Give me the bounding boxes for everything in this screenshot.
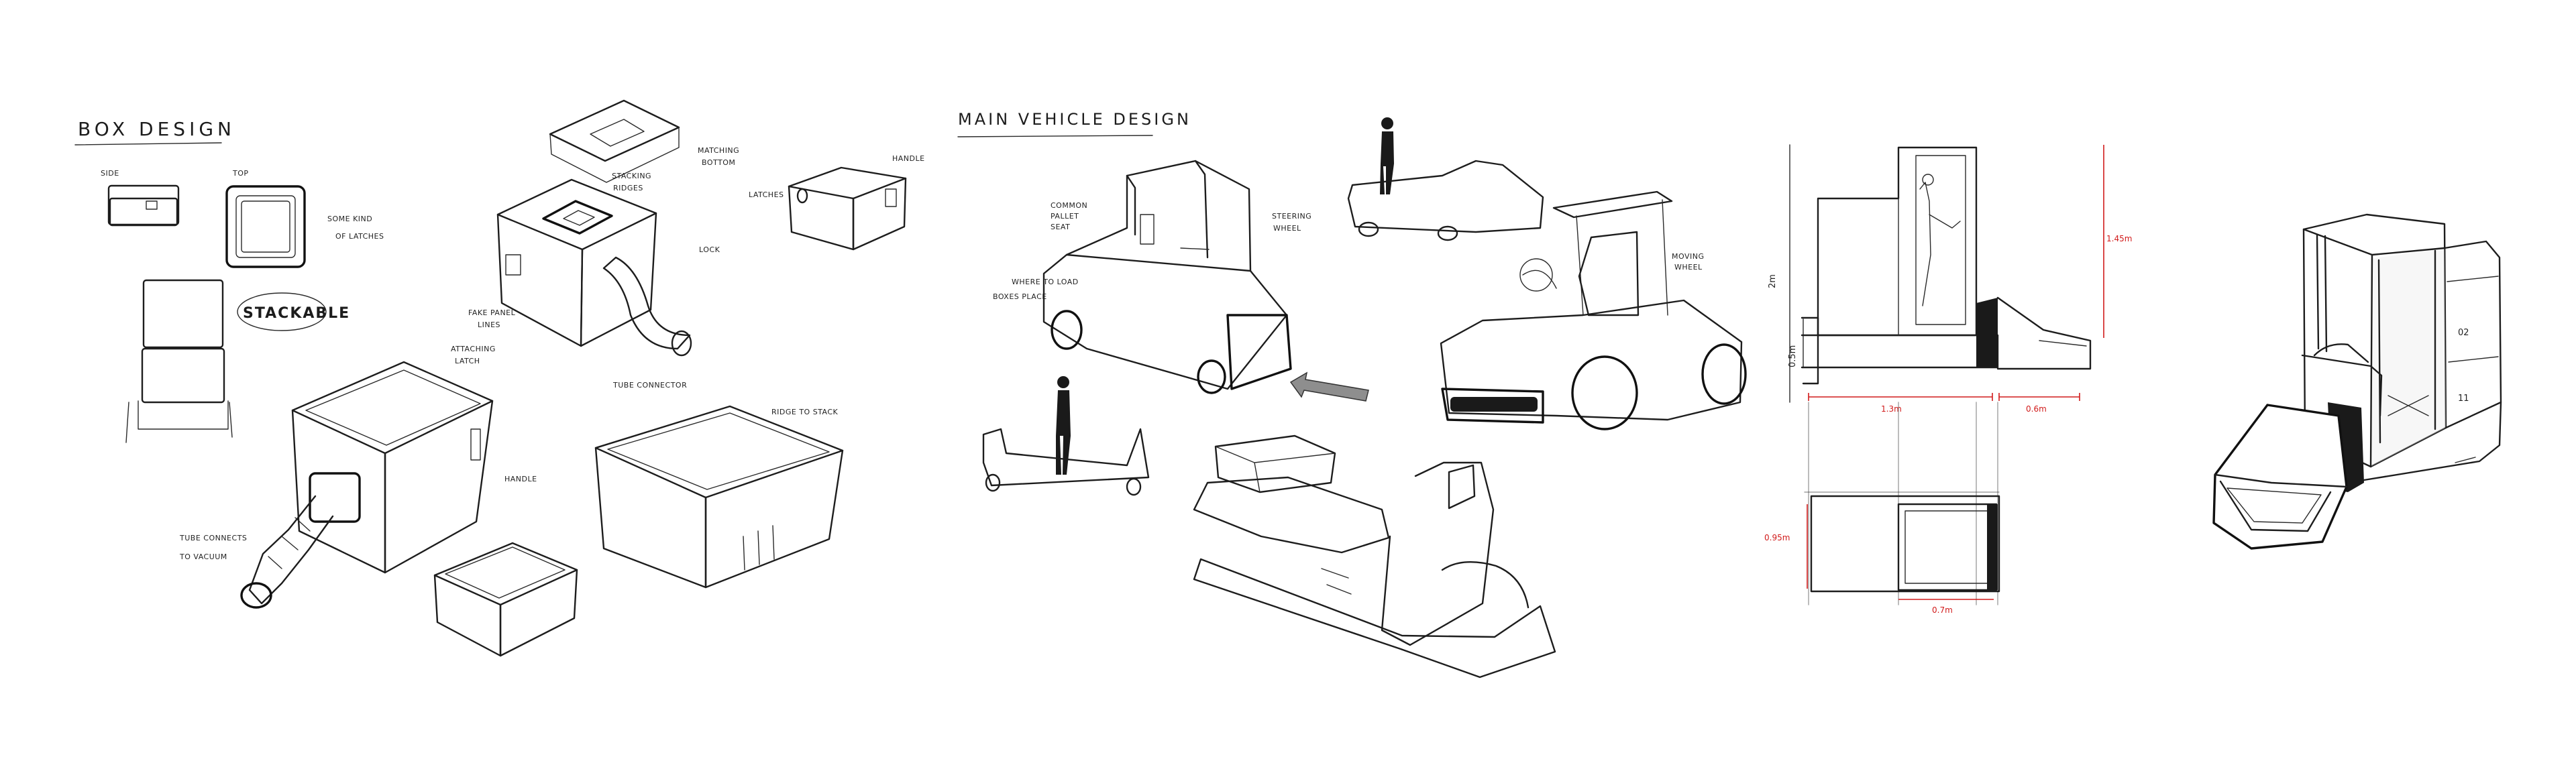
direction-arrow <box>1289 371 1369 402</box>
vehicle-render: 02 11 <box>2212 213 2502 550</box>
big-box-vacuum-sketch <box>240 361 494 609</box>
stacking-ridges-2: RIDGES <box>613 184 643 192</box>
side-elevation-drawing <box>1801 146 2092 385</box>
person-small-cart-sketch <box>982 376 1150 496</box>
handle-small-label: HANDLE <box>892 154 925 163</box>
steering-wheel-2: WHEEL <box>1273 224 1301 233</box>
render-box-label-2: 11 <box>2458 394 2469 404</box>
render-box-label-1: 02 <box>2458 328 2469 338</box>
tube-connector-label: TUBE CONNECTOR <box>612 381 687 390</box>
steering-wheel-1: STEERING <box>1272 212 1311 221</box>
latches-note-1: SOME KIND <box>327 215 372 223</box>
attaching-latch-1: ATTACHING <box>451 345 496 353</box>
vehicle-sketch-bottom <box>1193 434 1556 679</box>
small-box-latches-sketch <box>788 166 907 251</box>
panel-lines-1: FAKE PANEL <box>468 308 516 317</box>
vehicle-sketch-canopy <box>1440 190 1747 430</box>
vehicle-heading-underline <box>957 135 1153 137</box>
vehicle-sketch-perspective <box>1042 160 1292 394</box>
box-design-section: BOX DESIGN SIDE TOP SOME KIND OF LATCHES… <box>74 99 925 657</box>
tube-connects-1: TUBE CONNECTS <box>179 534 247 542</box>
vehicle-design-heading: MAIN VEHICLE DESIGN <box>958 110 1191 129</box>
person-long-cart-sketch <box>1347 117 1544 241</box>
top-view-label: TOP <box>232 169 249 178</box>
vehicle-design-section: MAIN VEHICLE DESIGN COMMON PALLET SEAT S… <box>957 110 1747 679</box>
box-lid-sketch <box>549 99 680 183</box>
small-box-bottom-sketch <box>433 542 578 657</box>
matching-bottom-1: MATCHING <box>698 146 739 155</box>
where-to-load-2: BOXES PLACE <box>993 292 1047 301</box>
stackable-label: STACKABLE <box>243 305 350 322</box>
dimension-length-front: 0.6m <box>2026 404 2047 414</box>
stacking-ridges-1: STACKING <box>612 172 651 180</box>
matching-bottom-2: BOTTOM <box>702 158 735 167</box>
common-pallet-1: COMMON <box>1051 201 1087 210</box>
lock-label: LOCK <box>699 245 720 254</box>
box-side-view <box>107 184 180 227</box>
stackable-ellipse <box>237 292 327 331</box>
dimension-length-body: 1.3m <box>1881 404 1902 414</box>
open-box-ridge-sketch <box>594 405 844 589</box>
where-to-load-1: WHERE TO LOAD <box>1012 278 1079 286</box>
heading-underline <box>74 142 222 145</box>
stacked-boxes <box>125 279 233 443</box>
dimension-height-total: 2m <box>1768 274 1778 288</box>
panel-lines-2: LINES <box>478 320 500 329</box>
dimension-width-door: 0.7m <box>1932 605 1953 615</box>
attaching-latch-2: LATCH <box>455 357 480 365</box>
box-top-view <box>225 185 306 268</box>
moving-wheel-1: MOVING <box>1672 252 1704 261</box>
dimension-width-side: 0.95m <box>1764 533 1790 542</box>
top-plan-drawing <box>1810 495 2000 593</box>
box-design-heading: BOX DESIGN <box>78 118 235 140</box>
common-pallet-3: SEAT <box>1051 223 1070 231</box>
dimension-height-cabin: 1.45m <box>2106 234 2132 243</box>
ridge-to-stack-label: RIDGE TO STACK <box>771 408 839 416</box>
side-view-label: SIDE <box>101 169 119 178</box>
box-with-tube-sketch <box>496 178 692 357</box>
tube-connects-2: TO VACUUM <box>179 552 227 561</box>
moving-wheel-2: WHEEL <box>1674 263 1703 272</box>
orthographic-section: 2m 0.5m 1.45m 1.3m 0.6m <box>1764 144 2132 615</box>
handle-label: HANDLE <box>504 475 537 483</box>
latches-small-label: LATCHES <box>749 190 784 199</box>
dimension-height-base: 0.5m <box>1788 345 1798 367</box>
common-pallet-2: PALLET <box>1051 212 1079 221</box>
latches-note-2: OF LATCHES <box>335 232 384 241</box>
